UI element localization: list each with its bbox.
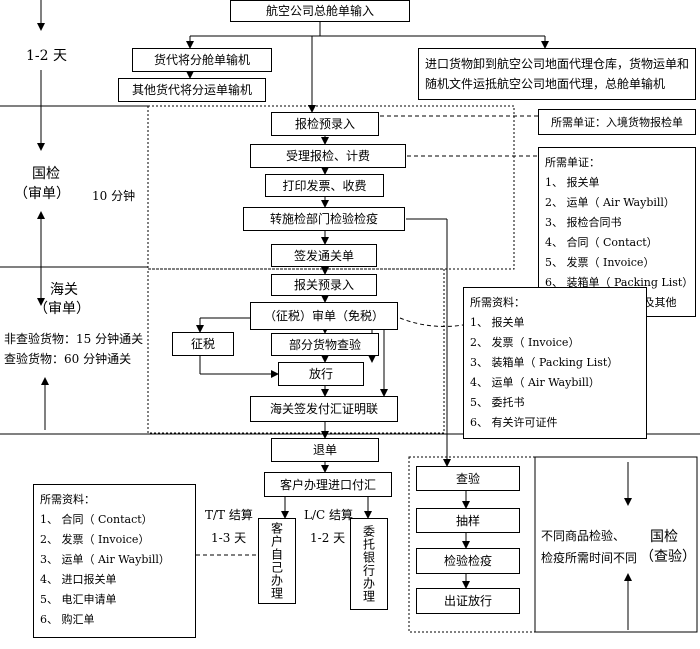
list-item: 2、 运单（ Air Waybill）: [545, 196, 675, 209]
list-item: 2、 发票（ Invoice）: [470, 336, 580, 349]
self-handle-label: 客户自己办理: [269, 522, 284, 600]
list-item: 4、 合同（ Contact）: [545, 236, 658, 249]
docs-customs-title: 所需资料：: [470, 296, 525, 309]
customs-pre-entry-label: 报关预录入: [293, 278, 354, 292]
list-item: 6、 有关许可证件: [470, 416, 558, 429]
return-box: 退单: [271, 438, 379, 462]
import-note-line2: 随机文件运抵航空公司地面代理，总舱单输机: [425, 77, 666, 91]
pre-entry-label: 报检预录入: [294, 117, 355, 131]
forwarder-split-label: 货代将分舱单输机: [153, 53, 250, 67]
other-forwarder-label: 其他货代将分运单输机: [131, 83, 252, 97]
accept-label: 受理报检、计费: [285, 149, 370, 163]
list-item: 1、 合同（ Contact）: [40, 513, 153, 526]
issue-clearance-label: 签发通关单: [293, 248, 354, 263]
tt-days-label: 1-3 天: [211, 531, 247, 545]
review-box: （征税）审单（免税）: [250, 302, 398, 330]
list-item: 5、 电汇申请单: [40, 593, 117, 606]
list-item: 6、 装箱单（ Packing List）: [545, 276, 694, 289]
ciq-review-time: 10 分钟: [92, 189, 136, 203]
review-label: （征税）审单（免税）: [263, 309, 384, 323]
print-box: 打印发票、收费: [265, 174, 384, 197]
transfer-label: 转施检部门检验检疫: [269, 212, 378, 226]
ciq-inspect-title: 国检: [650, 529, 678, 545]
ciq-inspect-subtitle: （查验）: [640, 549, 696, 565]
airline-master-manifest-label: 航空公司总舱单输入: [265, 4, 374, 18]
print-label: 打印发票、收费: [282, 178, 367, 193]
issue-clearance-box: 签发通关单: [271, 244, 377, 267]
list-item: 1、 报关单: [470, 316, 525, 329]
list-item: 5、 委托书: [470, 396, 525, 409]
docs-ciq-title: 所需单证：: [545, 156, 600, 169]
check-box: 查验: [416, 466, 520, 491]
levy-label: 征税: [190, 337, 215, 351]
fx-certificate-box: 海关签发付汇证明联: [250, 396, 398, 422]
forwarder-split-box: 货代将分舱单输机: [132, 48, 272, 72]
other-forwarder-box: 其他货代将分运单输机: [118, 78, 266, 102]
docs-payment-panel: 所需资料： 1、 合同（ Contact） 2、 发票（ Invoice） 3、…: [33, 484, 196, 638]
list-item: 3、 装箱单（ Packing List）: [470, 356, 619, 369]
list-item: 3、 报检合同书: [545, 216, 622, 229]
docs-cert-label: 所需单证：入境货物报检单: [551, 115, 683, 129]
tt-settlement-label: T/T 结算: [205, 508, 253, 522]
list-item: 5、 发票（ Invoice）: [545, 256, 655, 269]
docs-payment-title: 所需资料：: [40, 493, 95, 506]
bank-handle-box: 委托银行办理: [350, 518, 388, 610]
certificate-release-label: 出证放行: [443, 594, 492, 608]
self-handle-box: 客户自己办理: [258, 518, 296, 604]
quarantine-box: 检验检疫: [416, 548, 520, 574]
customs-review-title: 海关: [50, 282, 78, 298]
docs-customs-panel: 所需资料： 1、 报关单 2、 发票（ Invoice） 3、 装箱单（ Pac…: [463, 287, 647, 439]
inspect-time: 查验货物：60 分钟通关: [4, 352, 132, 366]
import-note-line1: 进口货物卸到航空公司地面代理仓库，货物运单和: [425, 57, 690, 71]
levy-box: 征税: [172, 332, 234, 356]
docs-cert-box: 所需单证：入境货物报检单: [538, 109, 696, 135]
payment-label: 客户办理进口付汇: [279, 477, 376, 492]
non-inspect-time: 非查验货物：15 分钟通关: [4, 332, 144, 346]
airline-master-manifest-box: 航空公司总舱单输入: [230, 0, 410, 22]
pre-entry-box: 报检预录入: [271, 112, 379, 136]
release-label: 放行: [308, 367, 333, 381]
sample-box: 抽样: [416, 508, 520, 533]
customs-review-subtitle: （审单）: [34, 301, 90, 317]
import-arrival-box: 进口货物卸到航空公司地面代理仓库，货物运单和 随机文件运抵航空公司地面代理，总舱…: [418, 48, 696, 100]
list-item: 4、 进口报关单: [40, 573, 117, 586]
return-label: 退单: [312, 443, 337, 457]
transfer-box: 转施检部门检验检疫: [243, 207, 405, 231]
ciq-review-title: 国检: [32, 166, 60, 182]
fx-certificate-label: 海关签发付汇证明联: [269, 402, 378, 416]
certificate-release-box: 出证放行: [416, 588, 520, 614]
inspection-note-line1: 不同商品检验、: [541, 529, 626, 543]
release-box: 放行: [278, 362, 364, 386]
lc-settlement-label: L/C 结算: [304, 508, 354, 522]
accept-box: 受理报检、计费: [250, 144, 406, 168]
check-label: 查验: [455, 471, 480, 486]
list-item: 6、 购汇单: [40, 613, 95, 626]
bank-handle-label: 委托银行办理: [361, 525, 376, 603]
payment-box: 客户办理进口付汇: [264, 472, 392, 497]
lc-days-label: 1-2 天: [310, 531, 346, 545]
days-label: 1-2 天: [26, 48, 67, 64]
list-item: 4、 运单（ Air Waybill）: [470, 376, 600, 389]
list-item: 2、 发票（ Invoice）: [40, 533, 150, 546]
inspection-note-line2: 检疫所需时间不同: [541, 551, 638, 565]
customs-pre-entry-box: 报关预录入: [271, 274, 377, 296]
quarantine-label: 检验检疫: [443, 554, 492, 568]
list-item: 3、 运单（ Air Waybill）: [40, 553, 170, 566]
partial-inspection-label: 部分货物查验: [288, 337, 361, 352]
partial-inspection-box: 部分货物查验: [271, 333, 379, 356]
ciq-review-subtitle: （审单）: [14, 186, 70, 202]
sample-label: 抽样: [455, 513, 480, 528]
list-item: 1、 报关单: [545, 176, 600, 189]
